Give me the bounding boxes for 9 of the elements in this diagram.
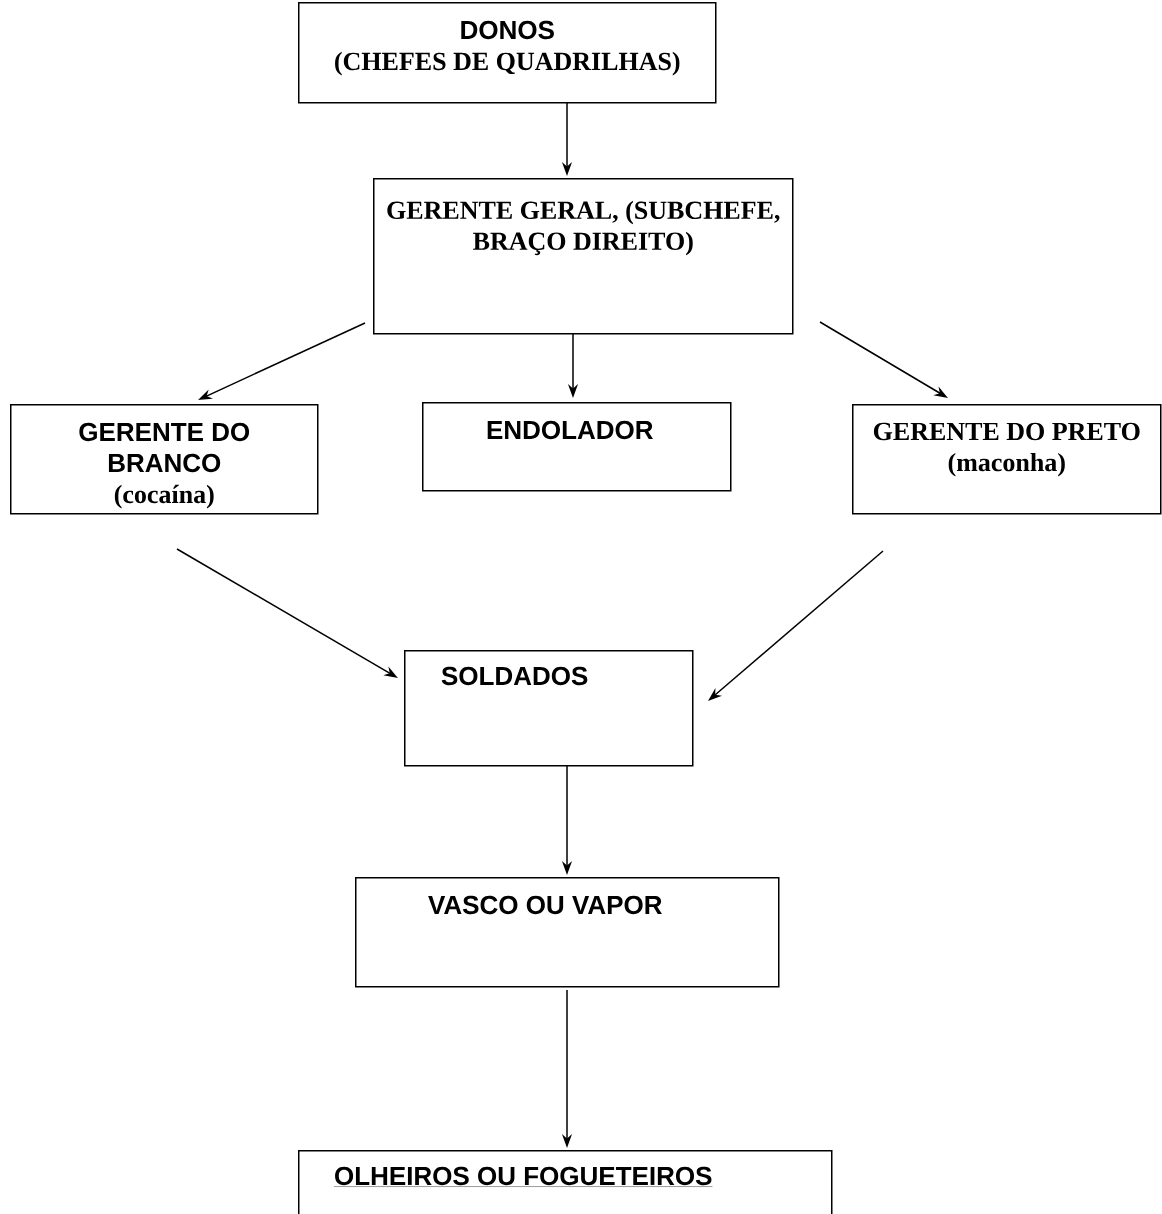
process-box: VASCO OU VAPOR bbox=[355, 877, 780, 988]
process-box: DONOS (CHEFES DE QUADRILHAS) bbox=[298, 2, 717, 104]
process-box: GERENTE DO PRETO (maconha) bbox=[852, 404, 1162, 515]
process-box: ENDOLADOR bbox=[422, 402, 732, 492]
process-box: GERENTE DO BRANCO (cocaína) bbox=[10, 404, 319, 515]
process-box: OLHEIROS OU FOGUETEIROS bbox=[298, 1150, 833, 1214]
process-box: GERENTE GERAL, (SUBCHEFE, BRAÇO DIREITO) bbox=[373, 178, 794, 335]
arrow bbox=[708, 550, 884, 701]
process-box: SOLDADOS bbox=[404, 650, 694, 767]
